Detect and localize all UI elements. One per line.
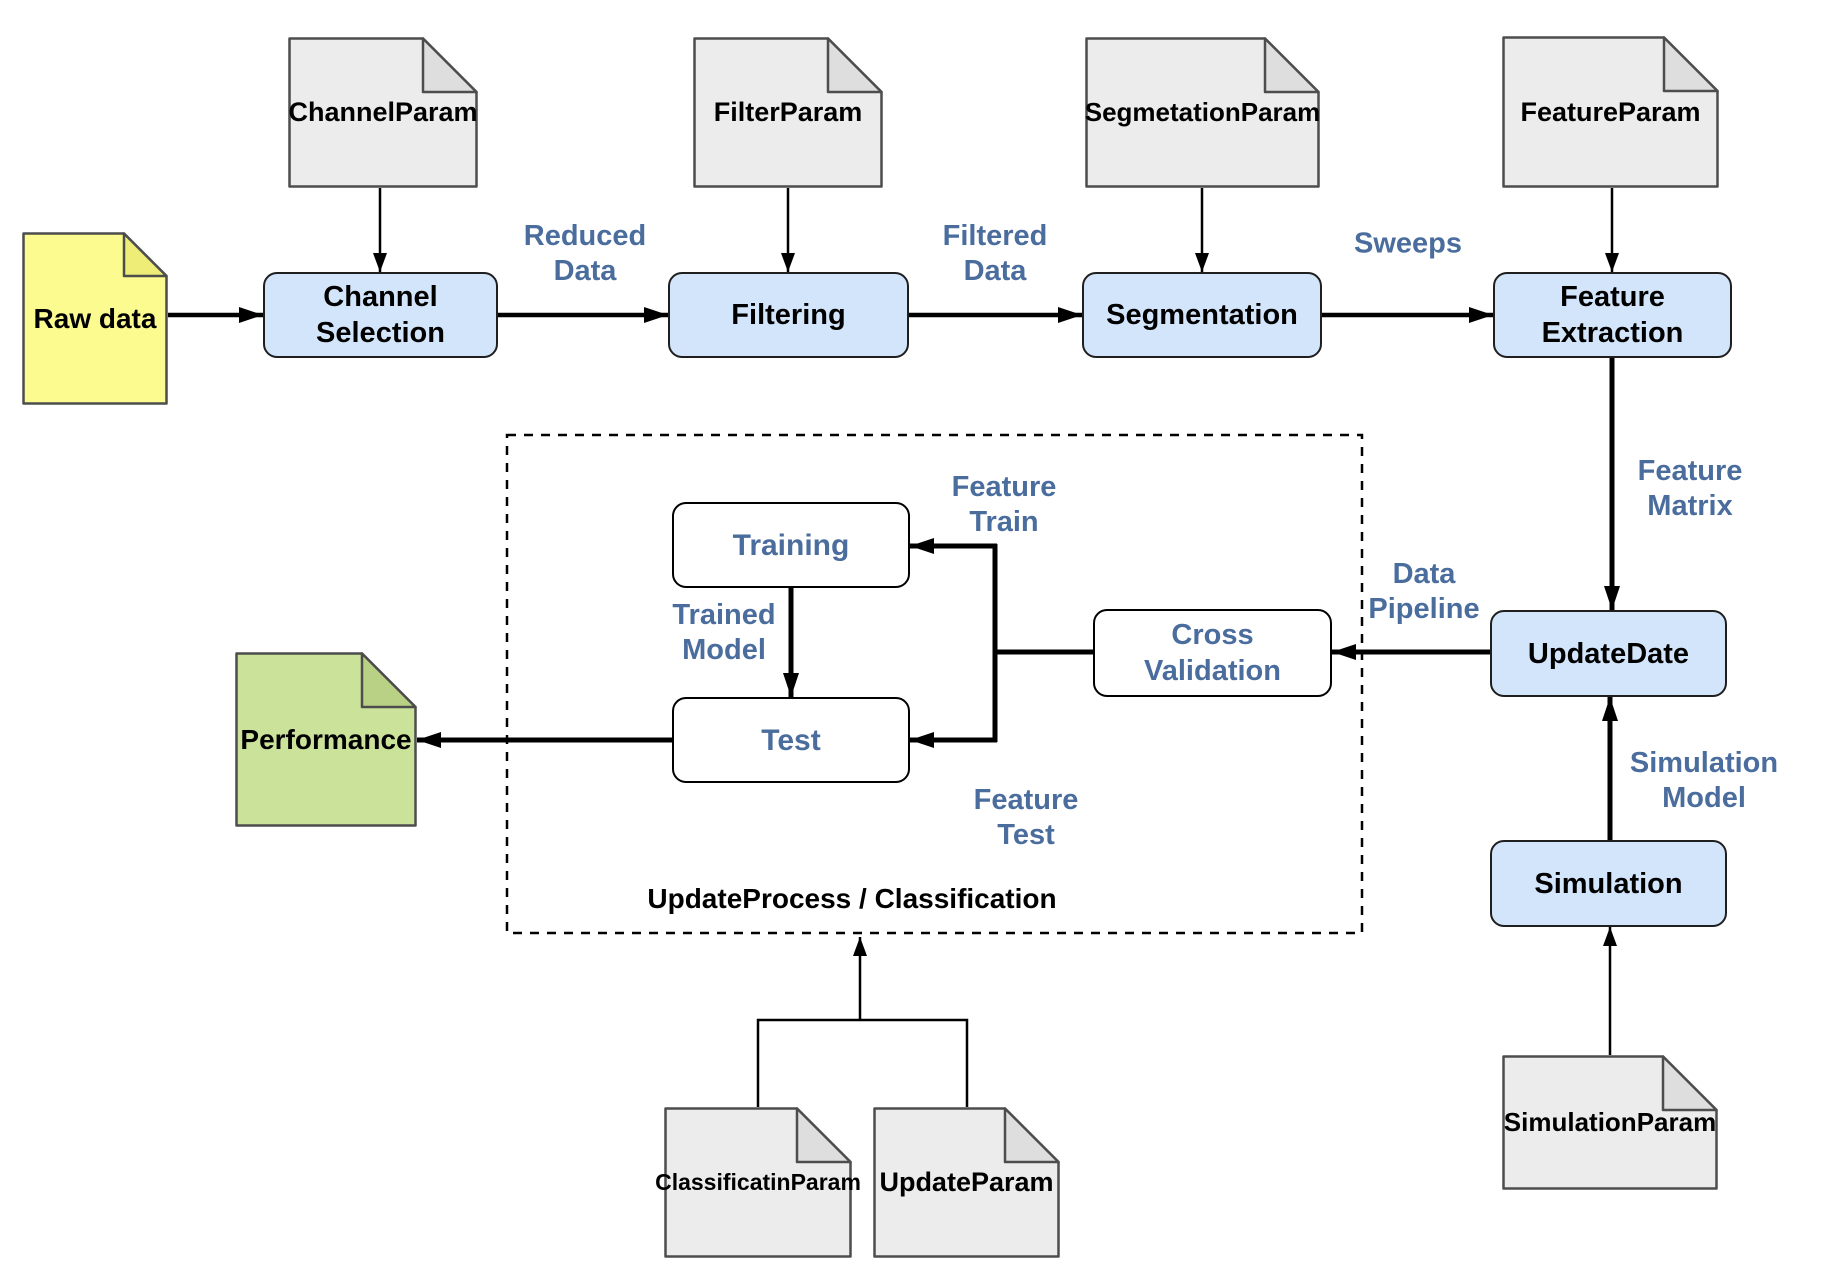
node-label: Simulation (1534, 867, 1683, 900)
node-label: UpdateParam (879, 1167, 1054, 1197)
node-label: Raw data (33, 302, 157, 334)
edge-label-feature-train: Feature Train (951, 471, 1057, 538)
node-channel-param[interactable]: ChannelParam (288, 37, 478, 188)
node-performance[interactable]: Performance (235, 652, 417, 827)
node-label: Performance (240, 723, 412, 755)
node-label: Channel Selection (316, 281, 445, 349)
node-channel-selection[interactable]: Channel Selection (263, 272, 498, 358)
edge-label-feature-test: Feature Test (973, 784, 1079, 851)
node-label: SegmetationParam (1084, 97, 1321, 127)
node-simulation[interactable]: Simulation (1490, 840, 1727, 927)
node-segmetation-param[interactable]: SegmetationParam (1085, 37, 1320, 188)
node-feature-param[interactable]: FeatureParam (1502, 36, 1719, 188)
node-label: Test (761, 723, 821, 757)
node-label: ClassificatinParam (655, 1169, 861, 1195)
edge-label-trained-model: Trained Model (672, 599, 776, 666)
node-update-param[interactable]: UpdateParam (873, 1107, 1060, 1258)
edge-label-filtered-data: Filtered Data (942, 220, 1048, 287)
node-label: Feature Extraction (1541, 281, 1684, 349)
node-label: Training (732, 528, 850, 562)
node-raw-data[interactable]: Raw data (22, 232, 168, 405)
updateprocess-container-title: UpdateProcess / Classification (647, 883, 1057, 914)
node-label: FilterParam (713, 97, 863, 127)
node-label: FeatureParam (1520, 96, 1701, 127)
edge-params-connector (756, 1018, 969, 1107)
node-label: Filtering (731, 299, 846, 331)
updateprocess-container-border (505, 433, 1364, 935)
node-label: SimulationParam (1503, 1107, 1717, 1137)
node-classificatin-param[interactable]: ClassificatinParam (655, 1107, 861, 1258)
node-test[interactable]: Test (672, 697, 910, 783)
edge-label-sweeps: Sweeps (1354, 227, 1462, 260)
node-segmentation[interactable]: Segmentation (1082, 272, 1322, 358)
edge-label-feature-matrix: Feature Matrix (1637, 455, 1743, 522)
node-feature-extraction[interactable]: Feature Extraction (1493, 272, 1732, 358)
node-update-date[interactable]: UpdateDate (1490, 610, 1727, 697)
node-filter-param[interactable]: FilterParam (693, 37, 883, 188)
edge-label-reduced-data: Reduced Data (523, 220, 647, 287)
node-label: UpdateDate (1527, 637, 1690, 670)
node-label: Cross Validation (1144, 619, 1281, 687)
node-label: ChannelParam (288, 97, 478, 127)
node-simulation-param[interactable]: SimulationParam (1502, 1055, 1718, 1190)
node-label: Segmentation (1106, 299, 1298, 331)
edge-label-simulation-model: Simulation Model (1629, 747, 1779, 814)
edge-label-data-pipeline: Data Pipeline (1368, 558, 1480, 625)
node-filtering[interactable]: Filtering (668, 272, 909, 358)
node-cross-validation[interactable]: Cross Validation (1093, 609, 1332, 697)
node-training[interactable]: Training (672, 502, 910, 588)
